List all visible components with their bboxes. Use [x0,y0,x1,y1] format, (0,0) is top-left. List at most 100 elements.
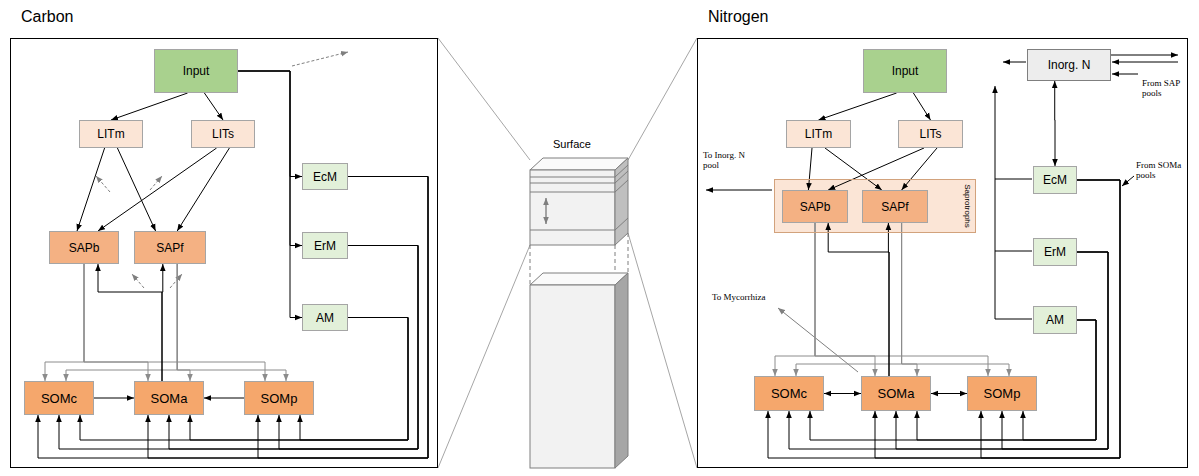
flow-arrow [66,264,177,381]
dashed-guide [628,233,629,273]
soil-layer-line [615,218,628,230]
branch-line [995,251,1032,252]
flow-arrow [902,223,1009,376]
node-label: SAPb [800,200,831,214]
respiration-arrow [292,52,348,66]
pool-box: LITs [191,120,255,148]
annotation-label: From SOMa pools [1136,160,1190,181]
pool-box: AM [302,304,348,331]
flow-arrow [810,320,1096,440]
node-label: ErM [1044,245,1066,259]
soil-layer-line [530,177,615,178]
soil-layer-line [615,180,628,192]
panel-frame: CarbonInputLITmLITsEcMErMAMSAPbSAPfSOMcS… [10,38,438,468]
annotation-label: From SAP pools [1142,78,1194,99]
pool-box: ErM [302,232,348,259]
flow-arrow [819,93,897,120]
node-label: Input [183,64,210,78]
flow-arrow [162,264,164,381]
flow-arrow [59,246,418,450]
flow-arrow [279,246,418,450]
pool-box: SOMa [134,381,204,415]
flow-arrow [1054,81,1055,166]
node-label: AM [316,311,334,325]
node-label: SAPf [881,200,908,214]
leader-arrow [1112,74,1138,75]
flow-arrow [931,393,967,394]
zoom-line [438,38,530,160]
flow-arrow [111,93,188,120]
soil-layer-line [530,192,615,193]
flow-arrow [238,71,302,246]
respiration-arrow [170,274,182,288]
pool-box: SAPf [862,190,928,223]
node-label: SOMa [151,391,188,406]
flow-arrow [148,177,428,459]
node-label: LITs [212,127,234,141]
annotation-label: To Inorg. N pool [703,150,745,171]
flow-arrow [177,264,286,381]
panel-title: Nitrogen [708,8,768,26]
double-arrow [546,198,547,224]
zoom-line [438,245,530,468]
flow-arrow [902,223,917,376]
flow-arrow [177,148,229,231]
leader-arrow [778,308,858,372]
soil-block-side [615,158,628,245]
node-label: EcM [1043,173,1067,187]
node-label: LITm [805,127,832,141]
pool-box: SOMp [244,381,314,415]
flow-arrow [902,148,937,190]
flow-arrow [204,398,244,399]
flow-arrow [38,177,428,459]
flow-arrow [796,223,902,376]
respiration-arrow [132,274,144,288]
flow-arrow [300,318,408,441]
exchange-arrow [1112,62,1178,63]
pool-box: SOMc [24,381,94,415]
pool-box: SAPf [134,231,206,264]
pool-box: AM [1033,306,1077,334]
respiration-arrow [96,176,110,192]
branch-line [995,319,1032,320]
flow-arrow [808,148,812,190]
pool-box: SOMa [861,376,931,411]
annotation-label: To Mycorrhiza [712,292,766,302]
flow-arrow [238,71,302,318]
soil-block-front [530,285,615,468]
flow-arrow [84,264,148,381]
pool-box: SOMc [754,376,824,411]
node-label: EcM [313,170,337,184]
mycorrhiza-uptake-line [995,86,996,319]
flow-arrow [917,320,1096,440]
node-label: SOMp [984,386,1021,401]
flow-arrow [981,180,1120,458]
soil-layer-line [530,230,615,231]
soil-block-front [530,170,615,245]
flow-arrow [815,223,875,376]
pool-box: ErM [1033,238,1077,266]
flow-arrow [896,252,1108,449]
pool-box: SAPb [49,231,119,264]
pool-box: Inorg. N [1027,49,1111,81]
pool-box: LITs [898,120,963,148]
pool-box: SOMp [967,376,1037,411]
flow-arrow [177,264,190,381]
dashed-guide [530,245,531,285]
soil-block-top [530,273,628,285]
flow-arrow [84,264,265,381]
flow-arrow [888,223,890,376]
group-band: SaprotrophsSAPbSAPf [774,179,976,233]
node-label: LITm [97,127,124,141]
node-label: SOMp [261,391,298,406]
branch-line [995,179,1032,180]
leader-arrow [706,190,772,191]
node-label: SOMc [41,391,77,406]
flow-arrow [98,148,217,231]
panel-title: Carbon [21,8,73,26]
flow-arrow [169,246,418,450]
annotation-label: Surface [553,138,591,151]
flow-arrow [824,393,861,394]
pool-box: Input [863,49,947,93]
